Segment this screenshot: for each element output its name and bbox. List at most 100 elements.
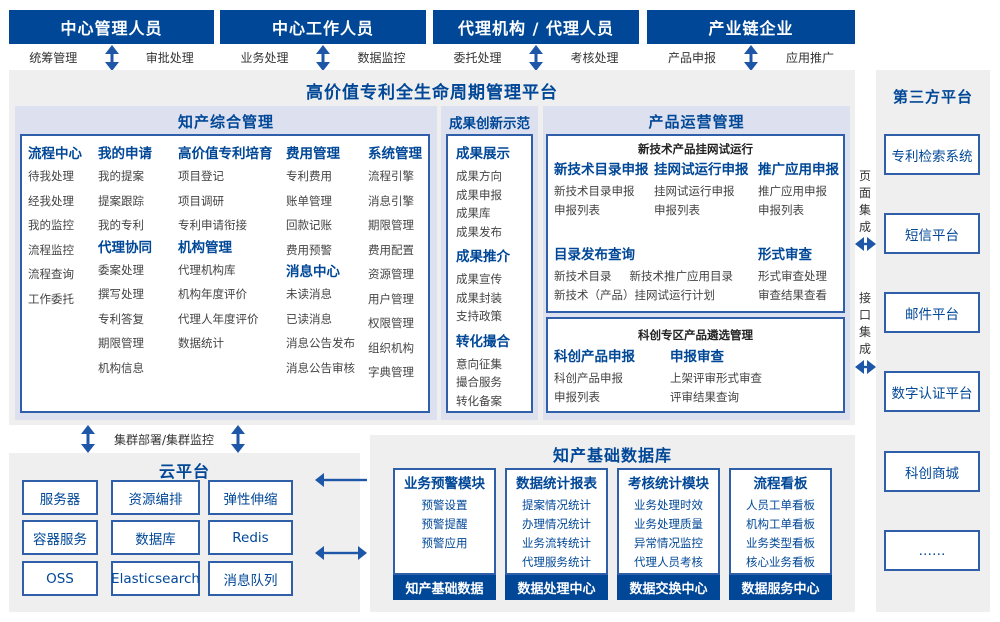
third-party-item[interactable]: 短信平台 [884, 213, 980, 254]
menu-item[interactable]: 专利申请衔接 [178, 218, 247, 232]
module-item[interactable]: 办理情况统计 [522, 517, 591, 531]
menu-item[interactable]: 项目调研 [178, 193, 224, 208]
cloud-item[interactable]: 消息队列 [208, 561, 293, 596]
module-item[interactable]: 预警设置 [421, 498, 468, 512]
menu-item[interactable]: 成果申报 [456, 187, 502, 202]
menu-item[interactable]: 期限管理 [368, 218, 414, 232]
module-item[interactable]: 机构工单看板 [746, 517, 815, 531]
menu-item[interactable]: 转化备案 [456, 393, 502, 408]
module-item[interactable]: 异常情况监控 [634, 536, 703, 550]
module-item[interactable]: 提案情况统计 [522, 498, 591, 512]
module-item[interactable]: 预警应用 [421, 536, 468, 550]
cloud-item[interactable]: 弹性伸缩 [208, 480, 293, 515]
cloud-item[interactable]: 数据库 [111, 520, 200, 555]
menu-item[interactable]: 资源管理 [368, 267, 414, 281]
menu-item[interactable]: 评审结果查询 [670, 389, 739, 404]
cloud-item[interactable]: OSS [22, 561, 98, 596]
menu-item[interactable]: 专利费用 [286, 169, 332, 183]
menu-item[interactable]: 新技术目录 [554, 269, 612, 283]
menu-item[interactable]: 撮合服务 [456, 375, 502, 389]
module-item[interactable]: 预警提醒 [421, 517, 468, 531]
menu-item[interactable]: 我的提案 [98, 169, 144, 183]
menu-item[interactable]: 经我处理 [28, 193, 74, 208]
cloud-item[interactable]: 服务器 [22, 480, 98, 515]
menu-item[interactable]: 权限管理 [368, 316, 414, 330]
menu-item[interactable]: 成果封装 [456, 290, 502, 305]
menu-item[interactable]: 审查结果查看 [758, 287, 827, 302]
module-item[interactable]: 代理服务统计 [522, 555, 591, 569]
group-heading: 代理协同 [98, 239, 152, 256]
menu-item[interactable]: 已读消息 [286, 311, 332, 326]
menu-item[interactable]: 成果发布 [456, 224, 502, 239]
menu-item[interactable]: 上架评审形式审查 [670, 371, 762, 385]
menu-item[interactable]: 代理机构库 [178, 262, 236, 277]
menu-item[interactable]: 项目登记 [178, 169, 224, 183]
menu-item[interactable]: 消息引擎 [368, 193, 414, 208]
cloud-item[interactable]: 容器服务 [22, 520, 98, 555]
menu-item[interactable]: 组织机构 [368, 340, 414, 355]
cloud-item[interactable]: Redis [208, 520, 293, 555]
menu-item[interactable]: 意向征集 [456, 356, 502, 371]
menu-item[interactable]: 成果库 [456, 206, 491, 220]
module-item[interactable]: 业务处理时效 [634, 498, 703, 512]
menu-item[interactable]: 工作委托 [28, 291, 74, 306]
menu-item[interactable]: 成果宣传 [456, 272, 502, 286]
third-party-item[interactable]: 科创商城 [884, 451, 980, 492]
module-item[interactable]: 业务处理质量 [634, 517, 703, 531]
menu-item[interactable]: 用户管理 [368, 291, 414, 306]
menu-item[interactable]: 专利答复 [98, 311, 144, 326]
cloud-item[interactable]: 资源编排 [111, 480, 200, 515]
menu-item[interactable]: 期限管理 [98, 336, 144, 350]
menu-item[interactable]: 待我处理 [28, 169, 74, 183]
double-arrow-vertical-icon [315, 45, 331, 71]
menu-item[interactable]: 我的专利 [98, 218, 144, 232]
menu-item[interactable]: 成果方向 [456, 169, 502, 183]
menu-item[interactable]: 流程监控 [28, 242, 74, 257]
role-label: 产品申报 [667, 51, 716, 65]
menu-item[interactable]: 消息公告审核 [286, 360, 355, 375]
menu-item[interactable]: 流程引擎 [368, 169, 414, 183]
menu-item[interactable]: 申报列表 [554, 389, 600, 404]
menu-item[interactable]: 委案处理 [98, 262, 144, 277]
menu-item[interactable]: 申报列表 [758, 202, 804, 217]
menu-item[interactable]: 申报列表 [554, 202, 600, 217]
menu-item[interactable]: 撰写处理 [98, 287, 144, 301]
menu-item[interactable]: 账单管理 [286, 193, 332, 208]
achievements-title: 成果创新示范 [449, 116, 530, 132]
menu-item[interactable]: 新技术（产品）挂网试运行计划 [554, 287, 715, 302]
third-party-item[interactable]: 数字认证平台 [884, 371, 980, 412]
achievements-box: 成果展示成果方向成果申报成果库成果发布成果推介成果宣传成果封装支持政策转化撮合意… [446, 134, 533, 413]
menu-item[interactable]: 新技术推广应用目录 [629, 269, 734, 283]
menu-item[interactable]: 字典管理 [368, 365, 414, 379]
module-item[interactable]: 核心业务看板 [746, 555, 815, 569]
menu-item[interactable]: 我的监控 [28, 218, 74, 232]
menu-item[interactable]: 机构年度评价 [178, 287, 247, 301]
menu-item[interactable]: 支持政策 [456, 309, 502, 323]
menu-item[interactable]: 回款记账 [286, 218, 332, 232]
menu-item[interactable]: 消息公告发布 [286, 336, 355, 350]
menu-item[interactable]: 机构信息 [98, 360, 144, 375]
menu-item[interactable]: 推广应用申报 [758, 184, 827, 198]
menu-item[interactable]: 新技术目录申报 [554, 184, 635, 198]
third-party-item[interactable]: …… [884, 530, 980, 571]
module-item[interactable]: 业务类型看板 [746, 536, 815, 550]
menu-item[interactable]: 未读消息 [286, 287, 332, 301]
menu-item[interactable]: 提案跟踪 [98, 193, 144, 208]
menu-item[interactable]: 费用预警 [286, 242, 332, 257]
item-list: 我的提案提案跟踪我的专利 [98, 164, 152, 238]
module-item[interactable]: 人员工单看板 [746, 498, 815, 512]
menu-item[interactable]: 费用配置 [368, 242, 414, 257]
cloud-item[interactable]: Elasticsearch [111, 561, 200, 596]
menu-item[interactable]: 申报列表 [654, 202, 700, 217]
role-3: 产业链企业 [647, 10, 855, 44]
menu-item[interactable]: 科创产品申报 [554, 371, 623, 385]
menu-item[interactable]: 形式审查处理 [758, 269, 827, 283]
menu-item[interactable]: 挂网试运行申报 [654, 184, 735, 198]
module-item[interactable]: 业务流转统计 [522, 536, 591, 550]
third-party-item[interactable]: 专利检索系统 [884, 134, 980, 175]
menu-item[interactable]: 流程查询 [28, 267, 74, 281]
third-party-item[interactable]: 邮件平台 [884, 292, 980, 333]
menu-item[interactable]: 代理人年度评价 [178, 311, 259, 326]
menu-item[interactable]: 数据统计 [178, 336, 224, 350]
module-item[interactable]: 代理人员考核 [634, 555, 703, 569]
